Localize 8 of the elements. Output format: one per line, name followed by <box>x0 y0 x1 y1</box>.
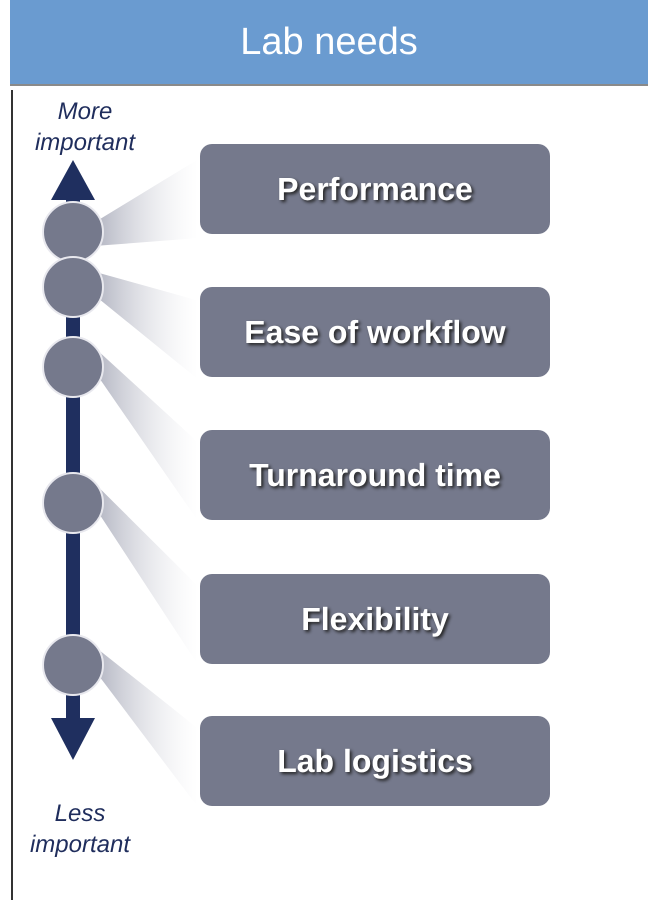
title-banner: Lab needs <box>10 0 648 86</box>
need-box: Turnaround time <box>200 430 550 520</box>
need-box: Flexibility <box>200 574 550 664</box>
need-box: Ease of workflow <box>200 287 550 377</box>
need-box: Performance <box>200 144 550 234</box>
axis-label: Less important <box>28 799 132 860</box>
axis-label: More important <box>34 97 137 158</box>
need-box: Lab logistics <box>200 716 550 806</box>
